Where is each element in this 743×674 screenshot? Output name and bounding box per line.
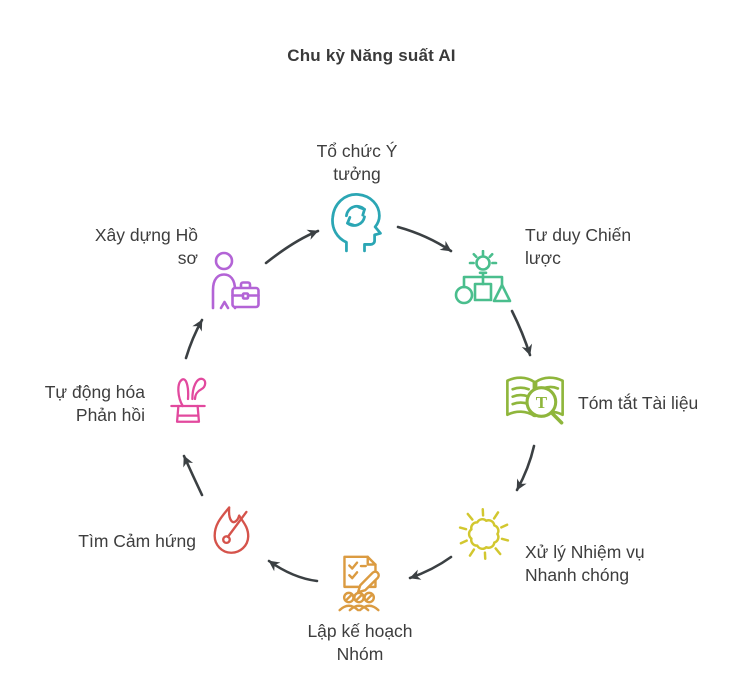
arrow-team-planning-to-inspiration [267, 559, 319, 583]
node-label-team-planning: Lập kế hoạch Nhóm [307, 621, 413, 665]
arrow-fast-tasks-to-team-planning [408, 555, 453, 580]
node-label-summarize-documents: Tóm tắt Tài liệu [578, 393, 699, 413]
person-briefcase-icon [200, 248, 264, 312]
arrow-automate-to-build-profile [184, 318, 204, 360]
svg-text:T: T [536, 393, 548, 412]
sunburst-icon [451, 501, 517, 567]
node-label-fast-task-processing: Xử lý Nhiệm vụ Nhanh chóng [525, 542, 645, 586]
idea-strategy-icon [451, 250, 515, 314]
page-title: Chu kỳ Năng suất AI [287, 46, 456, 65]
node-label-build-profile: Xây dựng Hồ sơ [94, 225, 198, 269]
node-label-organize-ideas: Tổ chức Ý tưởng [316, 141, 398, 185]
flame-icon [202, 502, 260, 560]
arrow-summarize-to-fast-tasks [515, 444, 536, 492]
rabbit-hat-icon [160, 371, 216, 427]
arrow-build-profile-to-organize-ideas [264, 229, 320, 265]
arrow-inspiration-to-automate [182, 454, 204, 497]
arrow-strategic-thinking-to-summarize [510, 309, 533, 357]
mind-gears-icon [322, 186, 390, 254]
checklist-team-icon [328, 552, 390, 614]
node-label-automate-feedback: Tự động hóa Phản hồi [44, 382, 145, 426]
node-label-find-inspiration: Tìm Cảm hứng [78, 531, 196, 551]
book-magnifier-icon: T [501, 368, 569, 436]
node-label-strategic-thinking: Tư duy Chiến lược [525, 225, 632, 269]
arrow-organize-ideas-to-strategic-thinking [396, 225, 453, 253]
